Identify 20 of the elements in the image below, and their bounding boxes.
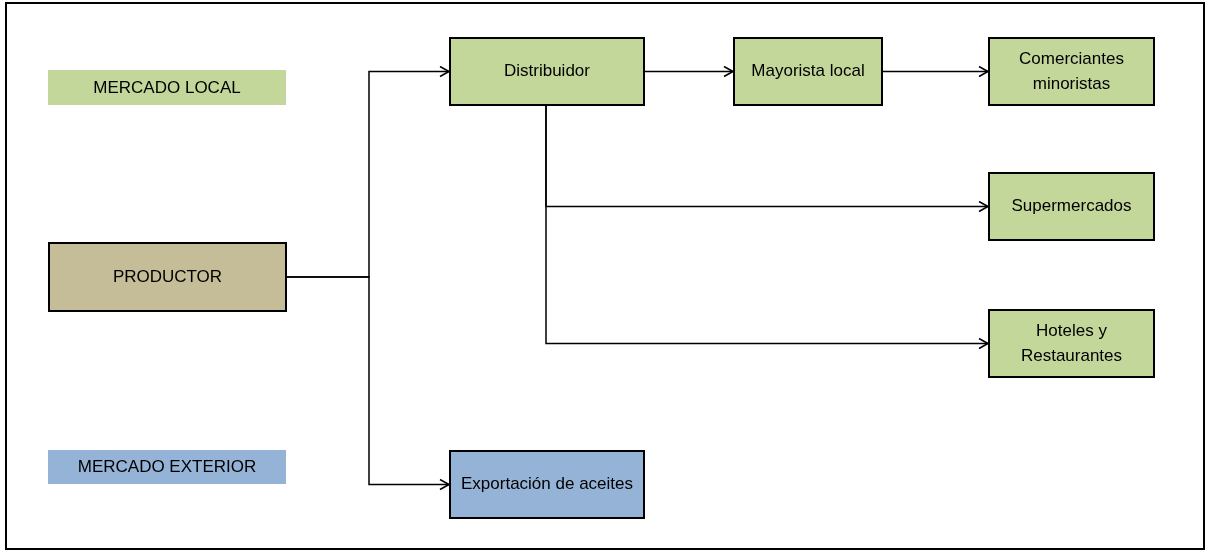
arrow	[882, 65, 989, 78]
node-label: Supermercados	[1011, 195, 1132, 218]
arrow	[644, 65, 734, 78]
node-label: Comerciantes minoristas	[1018, 47, 1125, 95]
process-box	[733, 37, 883, 106]
process-box	[988, 172, 1155, 241]
process-box	[988, 309, 1155, 378]
arrow	[286, 276, 450, 491]
node-label: Distribuidor	[504, 60, 590, 83]
arrow	[545, 105, 989, 350]
process-box	[449, 450, 645, 519]
node-label: Mayorista local	[751, 60, 865, 83]
node-label: Exportación de aceites	[461, 473, 633, 496]
node-label: PRODUCTOR	[112, 265, 223, 288]
process-box	[48, 242, 287, 312]
node-label: Hoteles y Restaurantes	[1019, 319, 1124, 367]
process-box	[449, 37, 645, 106]
process-box	[988, 37, 1155, 106]
legend-label: MERCADO EXTERIOR	[77, 457, 257, 477]
legend-label: MERCADO LOCAL	[93, 77, 241, 98]
